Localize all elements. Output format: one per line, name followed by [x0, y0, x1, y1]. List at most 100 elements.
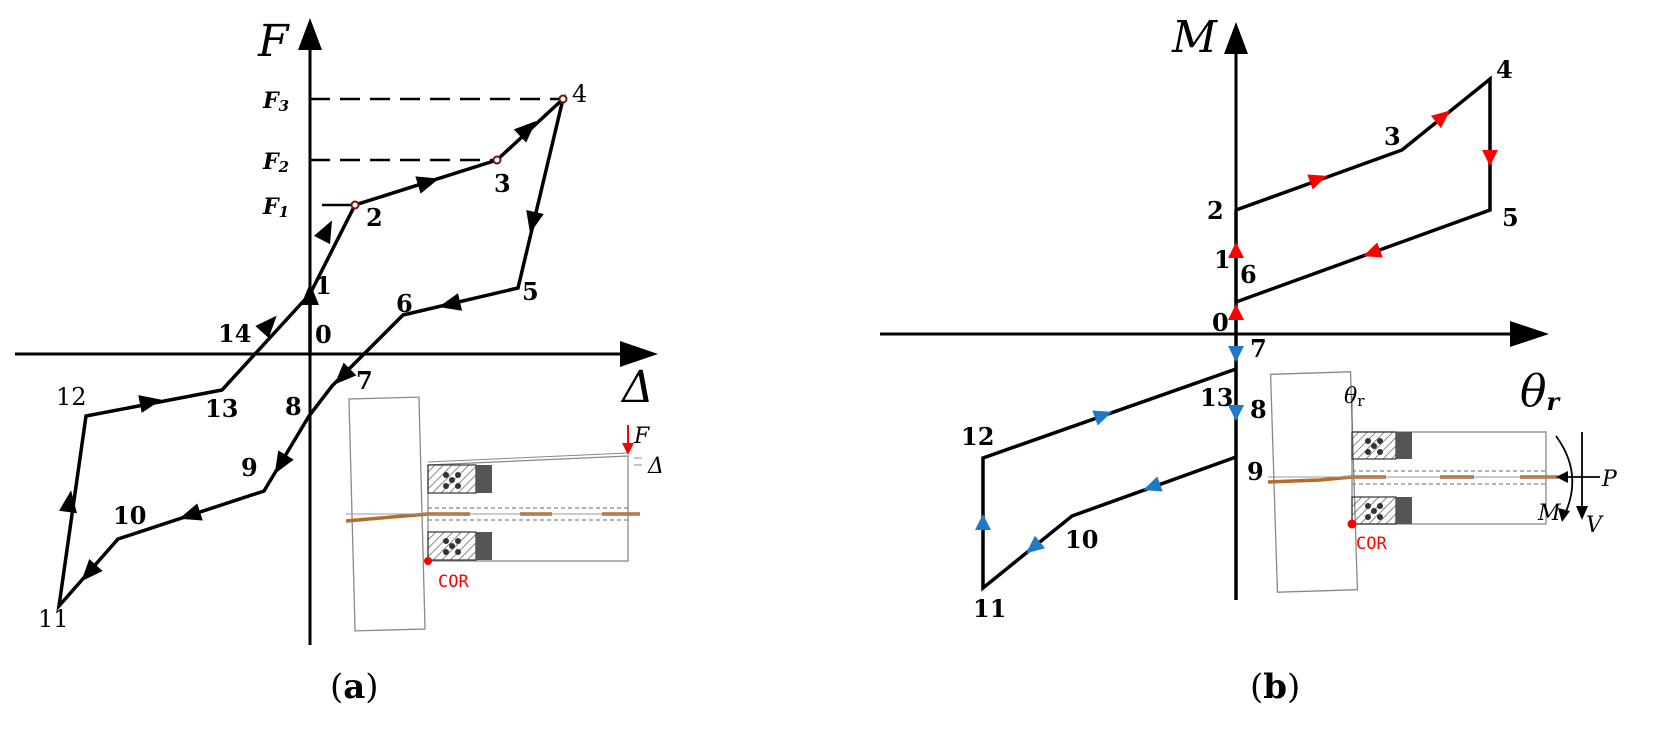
panel-b-arrow-blue	[1092, 410, 1112, 426]
panel-a-f2-label: F2	[262, 149, 289, 176]
panel-a-inset-bolt	[449, 543, 455, 549]
panel-b-inset-m-arrowhead	[1558, 508, 1570, 522]
panel-b-inset-v-label: V	[1586, 513, 1604, 538]
panel-b-label-6: 6	[1240, 260, 1257, 289]
panel-a-label-0: 0	[315, 320, 332, 349]
panel-b-arrow-blue	[1228, 346, 1244, 362]
panel-a-f1-label: F1	[262, 194, 289, 221]
panel-b-arrow-blue	[1143, 476, 1163, 492]
panel-a-inset-cor	[424, 557, 432, 565]
panel-a-inset-cor-label: COR	[438, 572, 469, 592]
panel-a-y-axis-label: F	[257, 16, 290, 67]
panel-a-point-3	[492, 155, 502, 165]
panel-a-inset-bolt	[443, 483, 449, 489]
panel-a-arrow	[526, 209, 544, 234]
panel-a-arrow	[81, 558, 103, 582]
panel-a-arrow	[301, 283, 319, 305]
panel-a-arrow	[415, 176, 440, 194]
panel-a-arrow	[313, 220, 332, 245]
panel-b-inset-bolt	[1371, 443, 1377, 449]
panel-a-point-2	[350, 200, 360, 210]
panel-b-label-1: 1	[1214, 245, 1231, 274]
panel-a-arrow	[59, 490, 77, 514]
panel-a-inset-force-label: F	[633, 424, 650, 449]
panel-b-inset-v-arrowhead	[1576, 506, 1588, 520]
panel-a-label-9: 9	[241, 453, 258, 482]
panel-a-arrow	[255, 315, 277, 339]
panel-b-inset-bolt	[1365, 503, 1371, 509]
panel-a-label-5: 5	[522, 277, 539, 306]
panel-b-inset-m-arc	[1555, 435, 1574, 517]
panel-a-arrows	[59, 120, 544, 582]
panel-b-arrow-red	[1228, 242, 1244, 258]
panel-a: F Δ F1 F2 F 3	[15, 16, 664, 707]
panel-a-inset-bolt	[449, 477, 455, 483]
panel-a-arrow	[513, 120, 537, 143]
panel-a-inset-bolt	[455, 549, 461, 555]
panel-a-arrow	[274, 450, 294, 474]
panel-b-label-3: 3	[1384, 122, 1401, 151]
panel-a-label-11: 11	[38, 605, 69, 633]
panel-a-point-4	[558, 94, 568, 104]
panel-a-inset-bottom-angle-plate	[476, 532, 492, 560]
panel-b-arrow-red	[1307, 174, 1327, 190]
panel-b-inset-bolt	[1377, 514, 1383, 520]
panel-b-arrow-red	[1228, 304, 1244, 320]
panel-b-label-9: 9	[1247, 457, 1264, 486]
panel-b-label-10: 10	[1065, 525, 1098, 554]
panel-a-label-12: 12	[56, 383, 87, 411]
panel-b-inset-bolt	[1365, 438, 1371, 444]
panel-a-inset-beam-line	[427, 452, 629, 463]
panel-b-inset-bottom-angle-plate	[1396, 497, 1412, 524]
panel-b: M θr 0 1 2 3 4 5	[880, 12, 1618, 707]
panel-b-lower-loop	[981, 367, 1237, 592]
panel-a-inset-bolt	[443, 538, 449, 544]
panel-a-caption: (a)	[330, 667, 379, 707]
panel-b-caption: (b)	[1250, 667, 1300, 707]
panel-a-x-axis-label: Δ	[620, 362, 654, 413]
panel-b-inset-bolt	[1365, 514, 1371, 520]
panel-b-inset-m-label: M	[1537, 501, 1561, 526]
panel-a-inset-disp-label: Δ	[647, 454, 664, 479]
panel-b-inset-bolt	[1377, 503, 1383, 509]
panel-a-inset-bolt	[455, 538, 461, 544]
panel-a-label-13: 13	[205, 394, 238, 423]
panel-b-inset: COR θr P V M	[1267, 371, 1618, 593]
panel-b-arrow-red	[1482, 150, 1498, 166]
panel-b-arrow-red	[1363, 242, 1383, 258]
panel-b-y-axis-label: M	[1171, 12, 1218, 63]
panel-a-arrow	[438, 293, 463, 311]
panel-a-arrow	[179, 503, 203, 521]
panel-a-label-2: 2	[366, 203, 383, 232]
panel-a-inset-top-angle-plate	[476, 465, 492, 493]
panel-a-label-3: 3	[494, 169, 511, 198]
panel-b-arrow-blue	[975, 514, 991, 530]
panel-b-loading-arrows	[1228, 110, 1498, 320]
panel-b-inset-bolt	[1365, 449, 1371, 455]
panel-b-arrow-blue	[1228, 405, 1244, 421]
panel-a-label-4: 4	[572, 80, 587, 108]
panel-b-inset-rot-label: θr	[1344, 384, 1365, 410]
panel-a-inset-tendon-left	[345, 512, 429, 523]
panel-b-x-axis-arrowhead	[1510, 321, 1549, 347]
panel-a-inset-bolt	[443, 549, 449, 555]
panel-b-inset-cor	[1347, 519, 1357, 529]
panel-a-label-8: 8	[285, 392, 302, 421]
panel-a-arrow	[138, 395, 162, 413]
panel-b-label-5: 5	[1502, 203, 1519, 232]
panel-a-inset-bolt	[443, 472, 449, 478]
panel-b-inset-tendon-left	[1267, 475, 1353, 484]
panel-b-inset-top-angle-plate	[1396, 432, 1412, 459]
panel-a-label-14: 14	[218, 319, 251, 348]
panel-b-label-8: 8	[1250, 395, 1267, 424]
panel-a-label-7: 7	[356, 366, 373, 395]
panel-b-arrow-blue	[1026, 535, 1046, 554]
panel-a-inset-bolt	[455, 472, 461, 478]
panel-b-label-12: 12	[961, 422, 994, 451]
panel-a-inset-bolt	[455, 483, 461, 489]
panel-b-inset-p-arrowhead	[1556, 471, 1568, 483]
panel-a-inset: COR F Δ	[345, 396, 664, 632]
panel-b-y-axis-arrowhead	[1224, 22, 1248, 54]
